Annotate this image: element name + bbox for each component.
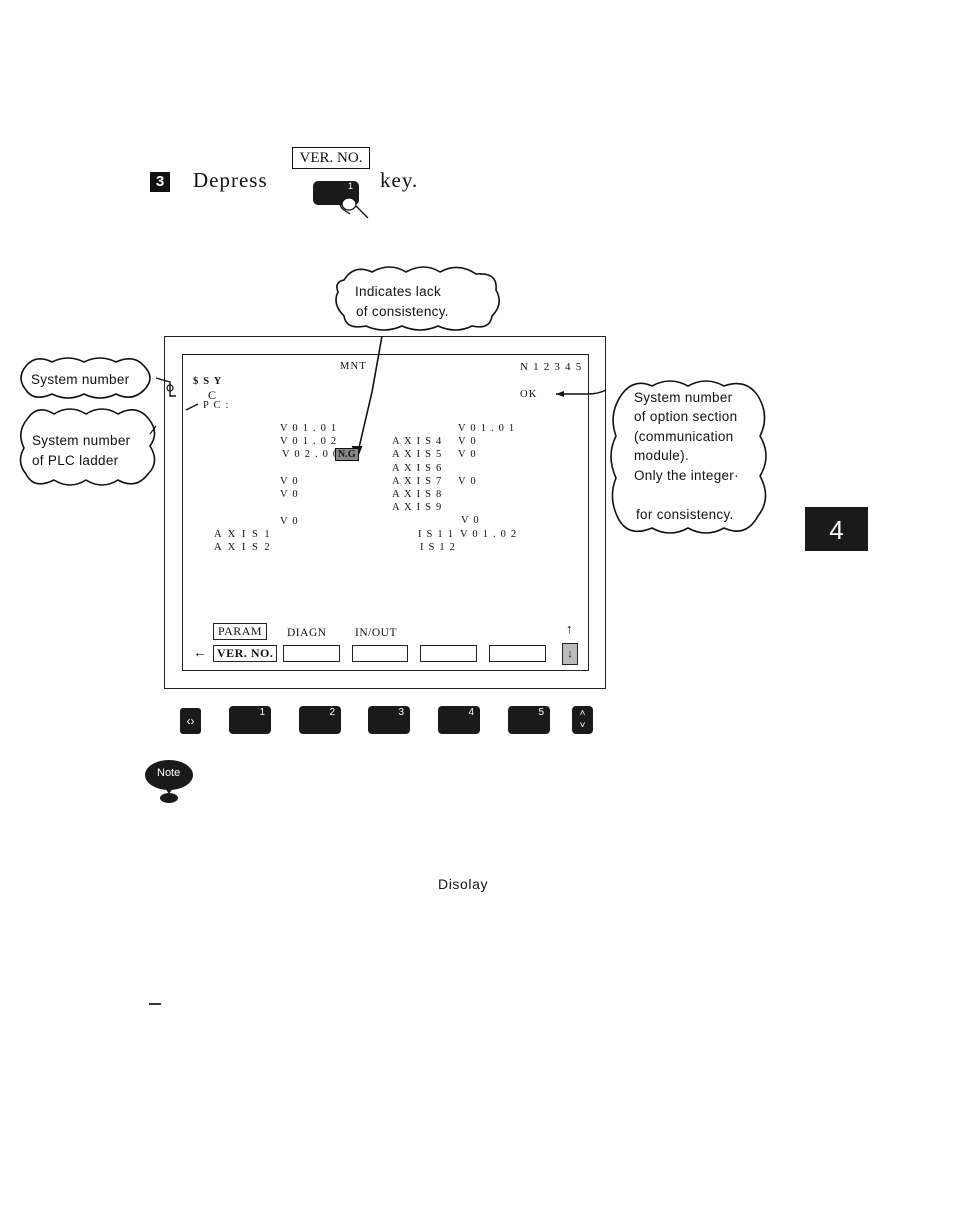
screen-status-ok: OK [520,389,538,400]
menu-param[interactable]: PARAM [213,623,268,640]
ver-no-key-label: VER. NO. [292,147,370,169]
cloud-plc [19,408,156,486]
cloud-consistency [335,266,500,331]
ng-indicator: N.G [335,448,359,461]
function-key-label: 2 [329,707,335,718]
cloud-system-number [20,357,151,399]
cloud-option-section [610,380,767,534]
screen-display [182,354,589,671]
step-text-key: key. [380,168,419,192]
note-icon [145,760,193,803]
menu-switch-key-icon[interactable]: ‹› [180,708,201,734]
axis-label: A X I S 4 [392,436,443,447]
screen-mode: MNT [340,361,367,372]
version-value: V 0 1 . 0 1 [458,423,516,434]
cloud-consistency-line-2: of consistency. [356,304,449,319]
leader-lines [149,335,607,458]
version-value: V 0 [458,449,477,460]
up-arrow-icon: ↑ [566,621,573,636]
cloud-option-line-5: Only the integer· [634,468,739,483]
softkey-slot-4[interactable] [420,645,477,662]
function-key-1[interactable]: 1 [229,706,271,734]
stray-mark [149,1003,161,1005]
version-value: V 0 [458,476,477,487]
axis-label: A X I S 7 [392,476,443,487]
version-value: V 0 2 . 0 0 [282,449,340,460]
chapter-tab: 4 [805,507,868,551]
note-label: Note [157,767,181,779]
page-switch-key-icon[interactable]: ˄˅ [572,706,593,734]
cloud-system-number-text: System number [31,372,130,387]
screen-c-label: C [208,388,218,402]
function-key-label: 1 [259,707,265,718]
cloud-option-line-2: of option section [634,409,738,424]
menu-in-out[interactable]: IN/OUT [355,627,397,639]
step-number: 3 [150,172,170,192]
screen-pc-label: P C : [203,400,230,411]
function-key-5[interactable]: 5 [508,706,550,734]
axis-label: A X I S 5 [392,449,443,460]
key-number: 1 [347,181,353,191]
softkey-slot-2[interactable] [283,645,340,662]
step-text-depress: Depress [193,168,268,192]
menu-ver-no-selected[interactable]: VER. NO. [213,645,278,662]
softkey-slot-5[interactable] [489,645,546,662]
axis-label: A X I S 8 [392,489,443,500]
cloud-option-line-1: System number [634,390,733,405]
version-value: V 0 [458,436,477,447]
cloud-plc-line-1: System number [32,433,131,448]
cloud-option-line-7: for consistency. [636,507,734,522]
down-arrow-icon[interactable]: ↓ [562,643,578,665]
screen-program-number: N 1 2 3 4 5 [520,361,583,373]
cloud-option-line-3: (communication [634,429,734,444]
cloud-consistency-line-1: Indicates lack [355,284,441,299]
screen-outer-frame [164,336,606,689]
left-arrow-icon: ← [193,646,207,661]
finger-press-icon [339,195,369,219]
version-value: V 0 [280,489,299,500]
version-value: V 0 [461,515,480,526]
cloud-plc-line-2: of PLC ladder [32,453,119,468]
function-key-label: 3 [398,707,404,718]
cloud-option-line-4: module). [634,448,689,463]
function-key-label: 4 [468,707,474,718]
softkey-slot-3[interactable] [352,645,408,662]
version-value: V 0 [280,476,299,487]
is-label: I S 1 1 [418,529,455,540]
version-value: V 0 1 . 0 2 [280,436,338,447]
is-label: I S 1 2 [420,542,457,553]
display-word: Disolay [438,876,489,892]
axis-label: A X I S 2 [214,542,272,553]
axis-label: A X I S 9 [392,502,443,513]
version-value: V 0 [280,516,299,527]
menu-diagn[interactable]: DIAGN [287,627,327,639]
function-key-2[interactable]: 2 [299,706,341,734]
function-key-4[interactable]: 4 [438,706,480,734]
function-key-label: 5 [538,707,544,718]
axis-label: A X I S 1 [214,529,272,540]
screen-sy-label: $ S Y [193,376,223,387]
function-key-3[interactable]: 3 [368,706,410,734]
version-value: V 0 1 . 0 2 [460,529,518,540]
version-value: V 0 1 . 0 1 [280,423,338,434]
axis-label: A X I S 6 [392,463,443,474]
